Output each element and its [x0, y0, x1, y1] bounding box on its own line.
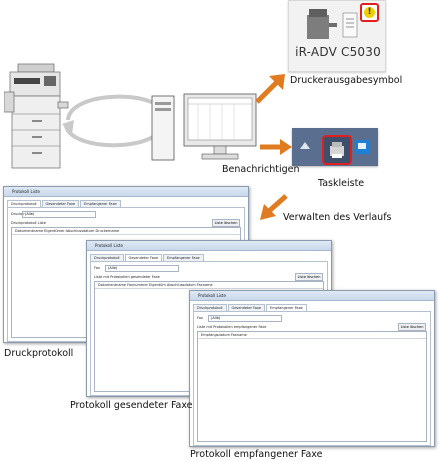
- tab-sent-fax[interactable]: Gesendeter Faxe: [41, 200, 79, 207]
- clear-list-button[interactable]: Liste löschen: [398, 323, 426, 331]
- tab-received-fax[interactable]: Empfangener Faxe: [163, 254, 204, 261]
- show-hidden-icons-icon[interactable]: [300, 142, 310, 149]
- filter-select[interactable]: (Alle): [105, 265, 179, 272]
- table-header: Empfangsdatum Faxname: [198, 332, 426, 339]
- tab-print-log[interactable]: Druckprotokoll: [90, 254, 124, 261]
- list-label: Druckprotokoll Liste: [11, 221, 46, 225]
- network-icon: [355, 140, 369, 154]
- printer-icon: [330, 142, 344, 158]
- tab-panel: Fax (Alle) Liste mit Protokollen empfang…: [193, 311, 431, 446]
- window-title: Protokoll Liste: [87, 241, 331, 251]
- label-manage-history: Verwalten des Verlaufs: [283, 212, 392, 223]
- table-header: Dokumentname Eigentümer Abschlussdatum D…: [12, 228, 240, 235]
- arrow-to-logs: [260, 194, 288, 220]
- clear-list-button[interactable]: Liste löschen: [295, 273, 323, 281]
- label-taskbar: Taskleiste: [318, 178, 365, 189]
- tab-print-log[interactable]: Druckprotokoll: [7, 200, 41, 207]
- label-printer-icon: Druckerausgabesymbol: [290, 75, 403, 86]
- printer-icon: [307, 9, 358, 39]
- filter-label: Fax: [94, 266, 100, 270]
- label-received-fax-log: Protokoll empfangener Faxe: [190, 449, 323, 460]
- list-label: Liste mit Protokollen gesendeter Faxe: [94, 275, 160, 279]
- filter-label: Drucker: [11, 212, 25, 216]
- list-label: Liste mit Protokollen empfangener Faxe: [197, 325, 267, 329]
- filter-label: Fax: [197, 316, 203, 320]
- arrow-to-printer-icon: [255, 74, 285, 104]
- label-sent-fax-log: Protokoll gesendeter Faxe: [70, 400, 193, 411]
- log-table[interactable]: Empfangsdatum Faxname: [197, 331, 427, 442]
- filter-select[interactable]: (Alle): [22, 211, 96, 218]
- tab-received-fax[interactable]: Empfangener Faxe: [80, 200, 121, 207]
- tab-bar: Druckprotokoll Gesendeter Faxe Empfangen…: [4, 197, 248, 207]
- printer-model: iR-ADV C5030: [295, 45, 381, 59]
- tab-sent-fax[interactable]: Gesendeter Faxe: [124, 254, 162, 261]
- taskbar: [292, 128, 378, 166]
- copier-illustration: [4, 63, 69, 169]
- arrow-to-taskbar: [260, 139, 292, 155]
- tab-bar: Druckprotokoll Gesendeter Faxe Empfangen…: [87, 251, 331, 261]
- clear-list-button[interactable]: Liste löschen: [212, 219, 240, 227]
- window-title: Protokoll Liste: [4, 187, 248, 197]
- tab-bar: Druckprotokoll Gesendeter Faxe Empfangen…: [190, 301, 434, 311]
- warning-icon: !: [360, 3, 379, 22]
- printer-status-card: ! iR-ADV C5030: [288, 0, 386, 72]
- computer-illustration: [151, 93, 257, 161]
- filter-select[interactable]: (Alle): [208, 315, 282, 322]
- label-print-log: Druckprotokoll: [4, 348, 74, 359]
- tab-received-fax[interactable]: Empfangener Faxe: [266, 304, 307, 311]
- window-title: Protokoll Liste: [190, 291, 434, 301]
- label-notify: Benachrichtigen: [222, 164, 300, 175]
- received-fax-log-window: Protokoll Liste Druckprotokoll Gesendete…: [189, 290, 435, 447]
- tab-sent-fax[interactable]: Gesendeter Faxe: [227, 304, 265, 311]
- table-header: Dokumentname Faxnummer Eigentüm Abschlus…: [95, 282, 323, 289]
- tab-print-log[interactable]: Druckprotokoll: [193, 304, 227, 311]
- taskbar-printer-icon[interactable]: [322, 135, 352, 165]
